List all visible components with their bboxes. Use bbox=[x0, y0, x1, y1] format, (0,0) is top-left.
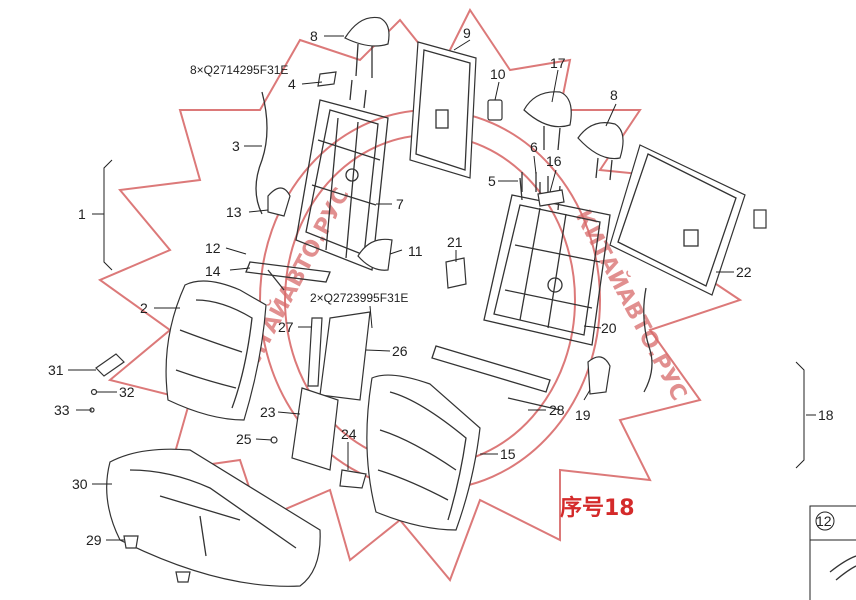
callout-28: 28 bbox=[549, 402, 565, 418]
callout-21: 21 bbox=[447, 234, 463, 250]
callout-13: 13 bbox=[226, 204, 242, 220]
callout-8-right: 8 bbox=[610, 87, 618, 103]
callout-16: 16 bbox=[546, 153, 562, 169]
callout-31: 31 bbox=[48, 362, 64, 378]
bracket-10 bbox=[487, 99, 503, 121]
callout-14: 14 bbox=[205, 263, 221, 279]
callout-4: 4 bbox=[288, 76, 296, 92]
callout-22: 22 bbox=[736, 264, 752, 280]
cover-19 bbox=[587, 356, 611, 395]
seat-cushion-30 bbox=[106, 448, 321, 587]
hinge-14-arm bbox=[267, 269, 285, 291]
part-16 bbox=[537, 189, 565, 207]
callout-29: 29 bbox=[86, 532, 102, 548]
bolt-4 bbox=[317, 71, 337, 87]
part-13 bbox=[267, 187, 291, 217]
callout-17: 17 bbox=[550, 55, 566, 71]
cover-11 bbox=[357, 238, 393, 271]
bracket-21 bbox=[445, 257, 467, 289]
bolt-code-2: 2×Q2723995F31E bbox=[310, 291, 408, 305]
callout-2: 2 bbox=[140, 300, 148, 316]
seat-back-cushion-2 bbox=[165, 280, 267, 421]
callout-12: 12 bbox=[205, 240, 221, 256]
callout-5: 5 bbox=[488, 173, 496, 189]
strip-27 bbox=[307, 317, 323, 387]
bolt-code-1: 8×Q2714295F31E bbox=[190, 63, 288, 77]
callout-24: 24 bbox=[341, 426, 357, 442]
callout-25: 25 bbox=[236, 431, 252, 447]
callout-11: 11 bbox=[408, 243, 423, 259]
inset-callout-12: 12 bbox=[816, 513, 832, 529]
callout-3: 3 bbox=[232, 138, 240, 154]
back-panel-22 bbox=[609, 144, 767, 296]
clip-29b bbox=[175, 571, 191, 583]
seat-frame-20 bbox=[483, 177, 611, 346]
cushion-23 bbox=[291, 387, 339, 471]
callout-15: 15 bbox=[500, 446, 516, 462]
bracket-31 bbox=[95, 353, 125, 377]
callout-7: 7 bbox=[396, 196, 404, 212]
callout-9: 9 bbox=[463, 25, 471, 41]
seat-frame-7 bbox=[295, 79, 389, 271]
cable-19 bbox=[643, 287, 653, 393]
callout-8-top: 8 bbox=[310, 28, 318, 44]
panel-26 bbox=[319, 311, 371, 401]
callout-27: 27 bbox=[278, 319, 294, 335]
callout-18: 18 bbox=[818, 407, 834, 423]
bracket-18 bbox=[795, 361, 805, 469]
clip-29 bbox=[123, 535, 139, 549]
hinge-28 bbox=[431, 345, 551, 393]
part-24 bbox=[339, 469, 367, 489]
callout-1: 1 bbox=[78, 206, 86, 222]
callout-32: 32 bbox=[119, 384, 135, 400]
back-panel-9 bbox=[409, 41, 477, 179]
clip-22 bbox=[753, 209, 767, 229]
callout-23: 23 bbox=[260, 404, 276, 420]
headrest-8-top bbox=[344, 16, 390, 78]
detail-inset bbox=[809, 505, 856, 600]
cable-3 bbox=[255, 91, 268, 215]
callout-20: 20 bbox=[601, 320, 617, 336]
callout-6: 6 bbox=[530, 139, 538, 155]
callout-26: 26 bbox=[392, 343, 408, 359]
callout-19: 19 bbox=[575, 407, 591, 423]
callout-labels: 8 9 10 17 8 4 3 1 13 12 14 7 11 5 6 16 2… bbox=[48, 25, 834, 548]
bracket-1 bbox=[103, 159, 113, 271]
callout-33: 33 bbox=[54, 402, 70, 418]
callout-30: 30 bbox=[72, 476, 88, 492]
leader-lines bbox=[68, 35, 816, 541]
headrest-17 bbox=[523, 91, 572, 151]
seat-back-cushion-15 bbox=[366, 374, 481, 531]
callout-10: 10 bbox=[490, 66, 506, 82]
clip-32 bbox=[90, 388, 98, 396]
headrest-8-right bbox=[577, 122, 624, 181]
sequence-label: 序号18 bbox=[560, 495, 635, 521]
hinge-28-bar bbox=[507, 397, 561, 411]
